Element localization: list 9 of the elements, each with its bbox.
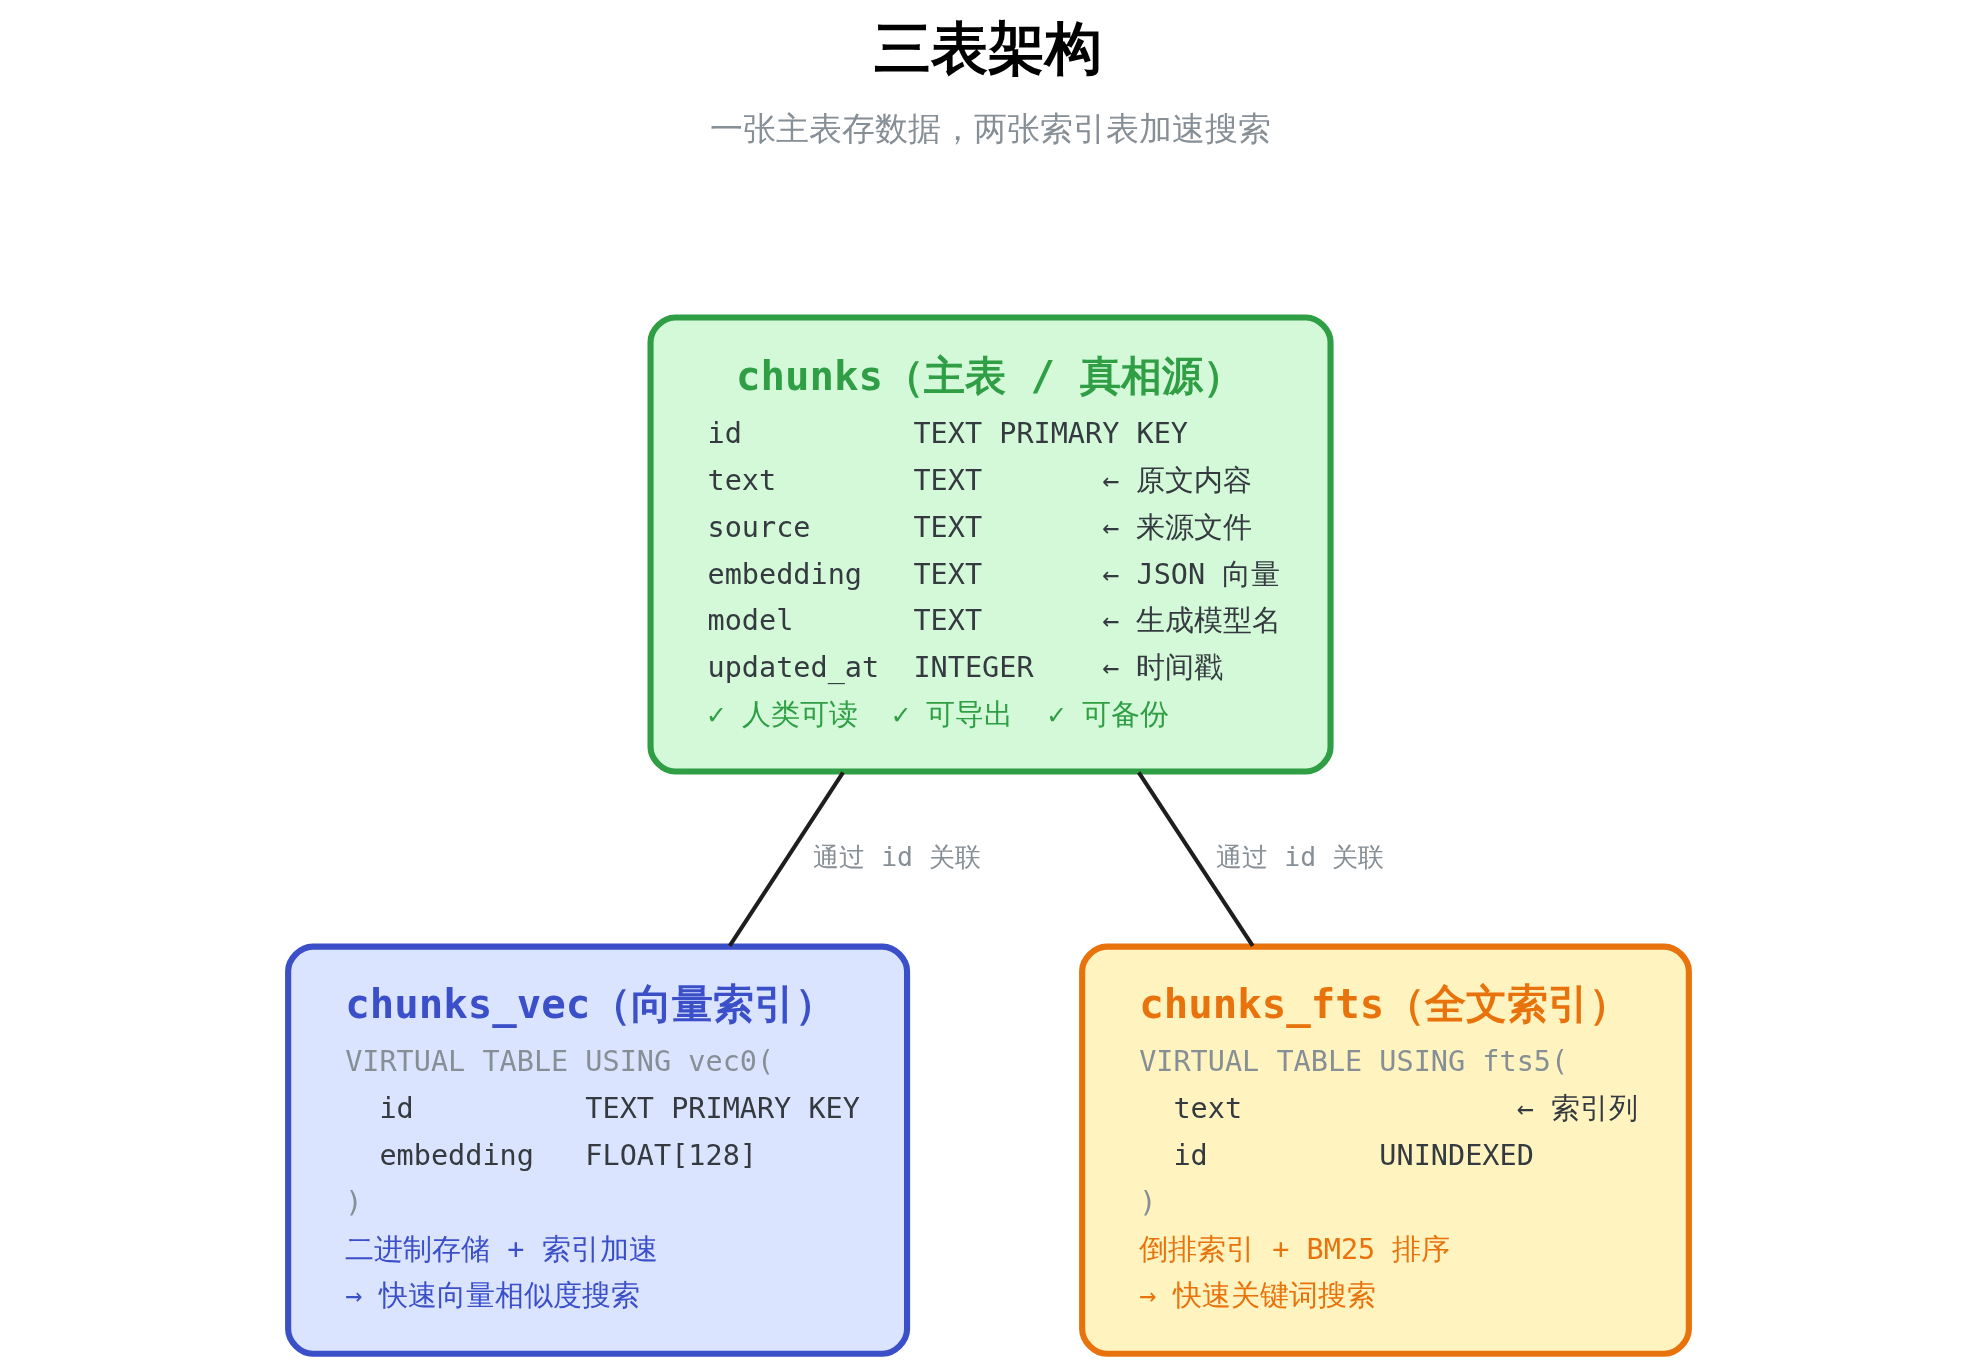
node-box: chunks_vec（向量索引） VIRTUAL TABLE USING vec0( id TEXT PRIMARY KEY embedding FLOAT[128] ) 二进制存储 + 索引加速 → 快速向量相似度搜索	[284, 943, 910, 1357]
connector	[727, 771, 845, 948]
edge-label: 通过 id 关联	[812, 840, 981, 872]
connector	[1136, 771, 1254, 948]
label: 一张主表存数据，两张索引表加速搜索	[709, 109, 1271, 148]
diagram-title: 三表架构	[873, 14, 1102, 81]
node-box: chunks（主表 / 真相源） id TEXT PRIMARY KEY text TEXT ← 原文内容 source TEXT ← 来源文件 embedding TEXT ← JSON 向量 model TEXT ← 生成模型名 updated_at INTEGER ← 时间戳 ✓ 人类可读 ✓ 可导出 ✓ 可备份	[647, 314, 1334, 775]
node-box: chunks_fts（全文索引） VIRTUAL TABLE USING fts5( text ← 索引列 id UNINDEXED ) 倒排索引 + BM25 排序 → 快速关键词搜索	[1078, 943, 1692, 1357]
edge-label: 通过 id 关联	[1215, 840, 1384, 872]
